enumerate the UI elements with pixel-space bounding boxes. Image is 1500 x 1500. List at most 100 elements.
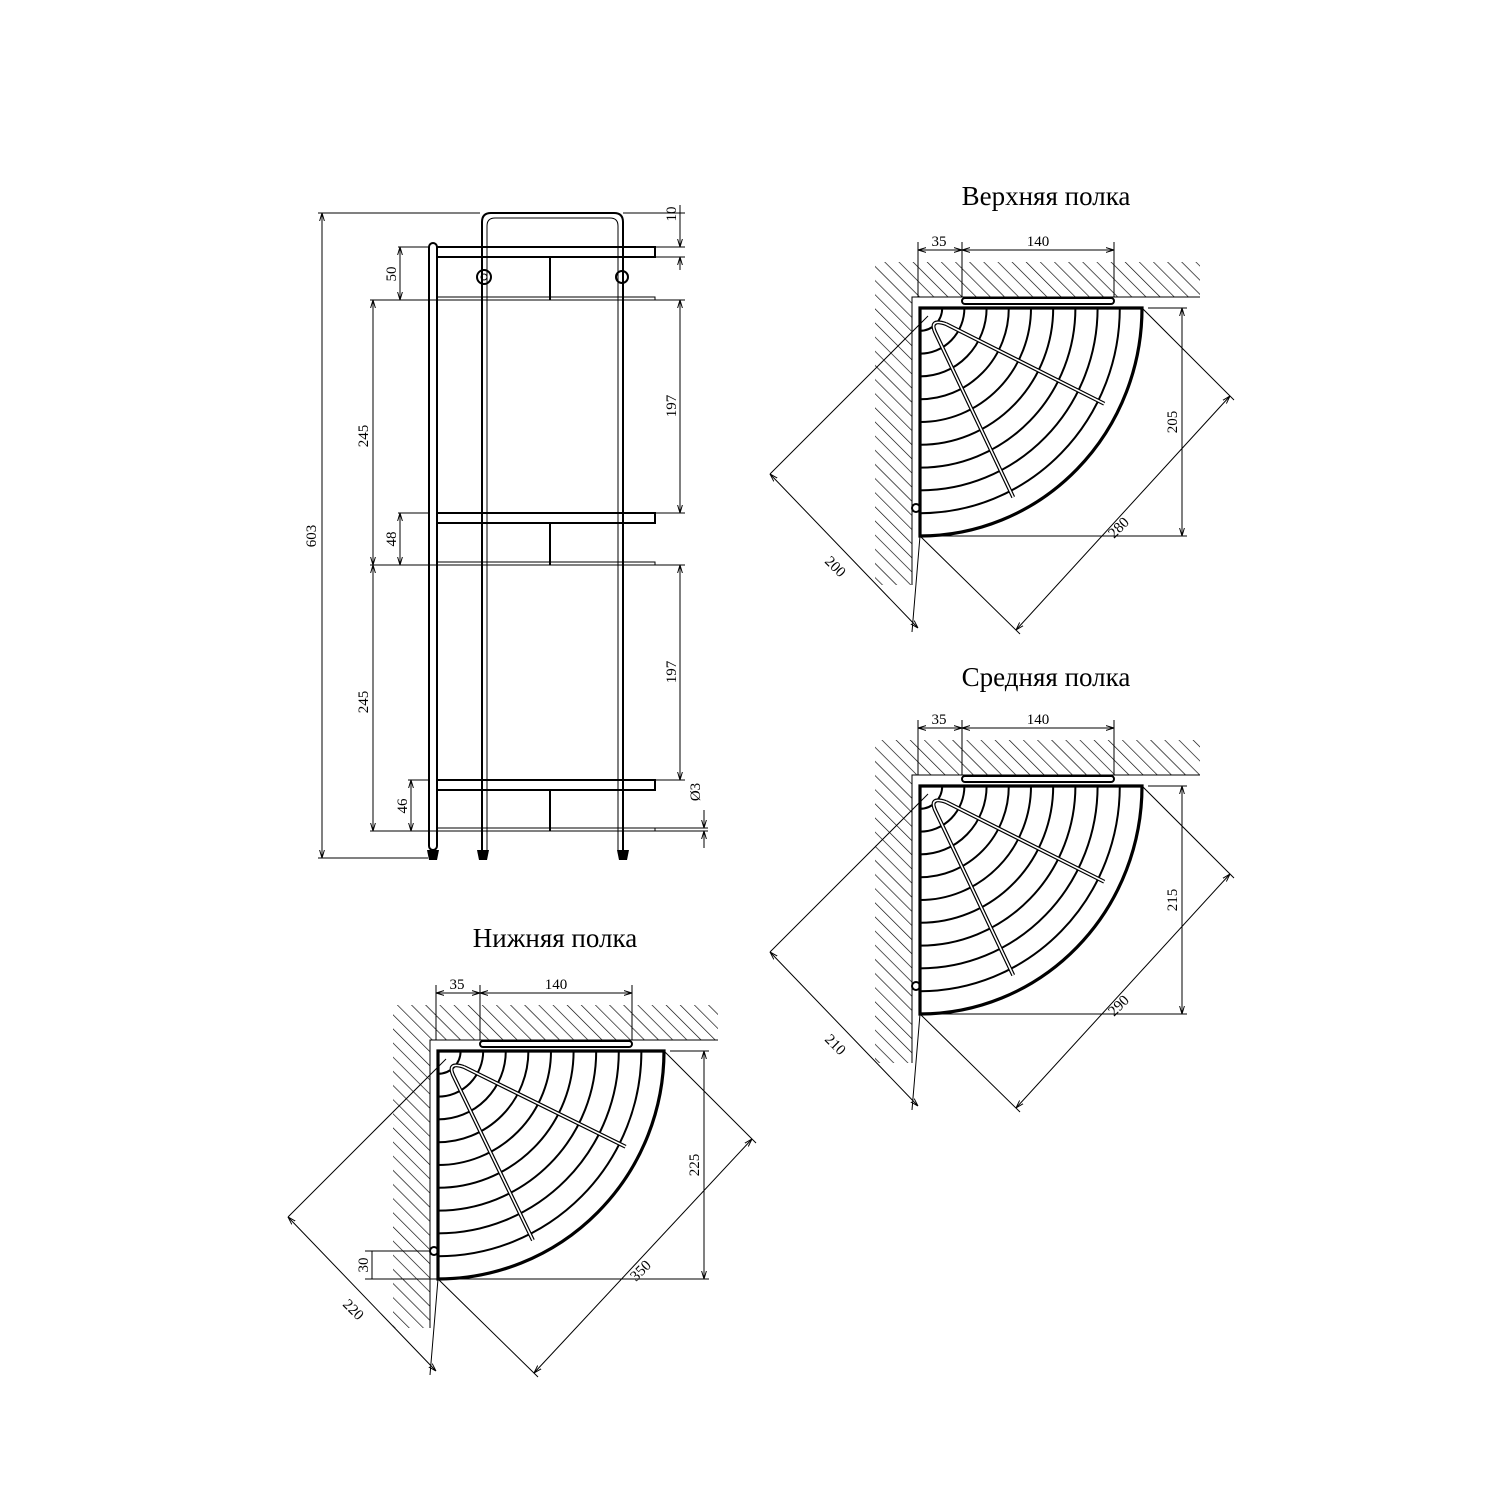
dim-diagonal-depth: 200	[821, 554, 848, 581]
dimension-line	[1141, 785, 1235, 879]
wire-arc	[437, 1050, 485, 1098]
dim-diagonal-depth: 220	[339, 1297, 366, 1324]
wall-hatch	[393, 1005, 718, 1040]
wire-arc	[919, 785, 944, 810]
bottom-shelf-side	[436, 779, 656, 832]
dimension-line	[288, 1217, 436, 1371]
wire-arc	[919, 307, 1099, 492]
wall-edge	[911, 774, 1200, 1063]
top-loop	[481, 212, 624, 850]
dim-diagonal-depth: 210	[821, 1032, 848, 1059]
shelf-rail	[436, 827, 656, 832]
wire-arc	[919, 785, 1010, 879]
dim-spacing-lower: 245	[356, 691, 372, 714]
wire-arc	[919, 785, 1032, 901]
wire-arc	[919, 307, 1032, 423]
shelf-rail	[436, 296, 656, 301]
wall-hatch	[875, 297, 912, 585]
dimension-line	[911, 535, 921, 633]
wire-arc	[919, 307, 944, 332]
dim-wire-diameter: Ø3	[688, 783, 704, 801]
dim-bottom-shelf-depth: 46	[395, 798, 411, 814]
dim-mount-height: 30	[356, 1258, 372, 1273]
dim-bracket-width: 140	[1027, 234, 1050, 250]
wire-arc	[437, 1050, 643, 1258]
wire-arc	[919, 785, 1121, 993]
support-wire	[932, 799, 1105, 976]
wall-hatch	[875, 775, 912, 1063]
shelf-title: Средняя полка	[962, 662, 1131, 692]
dimension-line	[1016, 874, 1230, 1108]
dim-clear-upper: 197	[664, 394, 680, 417]
dimension-line	[534, 1139, 752, 1373]
shelf-outline	[918, 784, 1144, 1016]
foot	[617, 850, 629, 860]
dimension-line	[437, 1278, 539, 1378]
wire-arc	[437, 1050, 507, 1121]
dim-top-offset: 10	[664, 207, 680, 222]
dim-bracket-width: 140	[545, 977, 568, 993]
wire-arc	[919, 785, 966, 833]
shelf-bar	[436, 512, 656, 524]
foot	[427, 850, 439, 860]
top-loop-inner	[486, 217, 619, 850]
wall-hatch	[875, 740, 1200, 775]
dimension-line	[287, 1058, 447, 1218]
shelf-outline	[436, 1049, 666, 1281]
shelf-outline	[918, 306, 1144, 538]
wire-arc	[919, 307, 1121, 515]
dimension-line	[429, 1278, 439, 1376]
wire-arc	[919, 785, 988, 856]
mount-screw-icon	[480, 273, 488, 281]
dimension-line	[911, 1013, 921, 1111]
wall-hatch	[393, 1040, 430, 1328]
left-post	[428, 242, 438, 851]
foot	[477, 850, 489, 860]
support-wire	[931, 798, 1106, 977]
wall-bracket	[961, 297, 1115, 305]
shelf-rail	[436, 561, 656, 566]
shelf-bar	[436, 246, 656, 258]
dimension-line	[769, 793, 929, 953]
support-wire	[450, 1064, 626, 1241]
dimension-line	[919, 1013, 1021, 1113]
wire-arc	[437, 1050, 552, 1166]
dim-front-width: 350	[628, 1258, 655, 1285]
wall-hatch	[875, 262, 1200, 297]
dim-spacing-upper: 245	[356, 425, 372, 448]
shelf-bar	[436, 779, 656, 791]
dim-front-width: 290	[1106, 993, 1133, 1020]
shelf-title: Верхняя полка	[962, 181, 1131, 211]
wire-arc	[919, 785, 1055, 924]
wall-bracket	[479, 1040, 633, 1048]
dimension-line	[1016, 396, 1230, 630]
dimension-line	[919, 535, 1021, 635]
dim-left-offset: 35	[932, 234, 947, 250]
wire-arc	[437, 1050, 575, 1189]
wire-arc	[437, 1050, 620, 1235]
shelf-title: Нижняя полка	[473, 923, 637, 953]
mount-screw-icon	[615, 270, 629, 284]
middle-shelf-side	[436, 512, 656, 566]
wall-edge	[911, 296, 1200, 585]
top-shelf-side	[436, 246, 656, 301]
dim-bracket-width: 140	[1027, 712, 1050, 728]
dim-front-width: 280	[1106, 515, 1133, 542]
dim-middle-shelf-depth: 48	[384, 532, 400, 547]
wall-bracket	[961, 775, 1115, 783]
dim-top-shelf-depth: 50	[384, 267, 400, 282]
wire-arc	[919, 307, 1055, 446]
dimension-line	[770, 474, 918, 628]
mount-screw-icon	[476, 269, 492, 285]
wire-arc	[919, 307, 966, 355]
dim-clear-lower: 197	[664, 660, 680, 683]
dimension-line	[1141, 307, 1235, 401]
rack-elevation-view: 603 245 245 50 48 46 10 197 197 Ø3	[304, 205, 708, 860]
wire-arc	[919, 307, 988, 378]
